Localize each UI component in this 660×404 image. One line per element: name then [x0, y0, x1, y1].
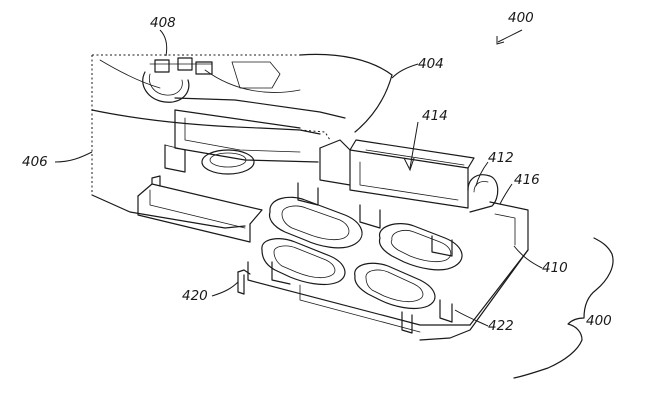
coil-springs	[261, 182, 463, 310]
label-416: 416	[514, 172, 540, 188]
label-404: 404	[418, 56, 444, 72]
label-412: 412	[488, 150, 514, 166]
label-408: 408	[150, 15, 176, 31]
label-414: 414	[422, 108, 448, 124]
left-rail	[137, 175, 263, 243]
block-414	[319, 139, 475, 209]
label-420: 420	[182, 288, 208, 304]
connector-408	[142, 57, 213, 103]
leader-lines	[54, 29, 543, 327]
label-406: 406	[22, 154, 48, 170]
base-plate-410	[247, 201, 529, 341]
mid-plate	[164, 109, 331, 175]
film-layer	[91, 53, 393, 229]
brace-400	[513, 237, 614, 379]
label-410: 410	[542, 260, 568, 276]
tab-412	[467, 174, 499, 213]
label-422: 422	[488, 318, 514, 334]
label-400-brace: 400	[586, 313, 612, 329]
pins	[237, 261, 453, 334]
label-400-figure: 400	[508, 10, 534, 26]
